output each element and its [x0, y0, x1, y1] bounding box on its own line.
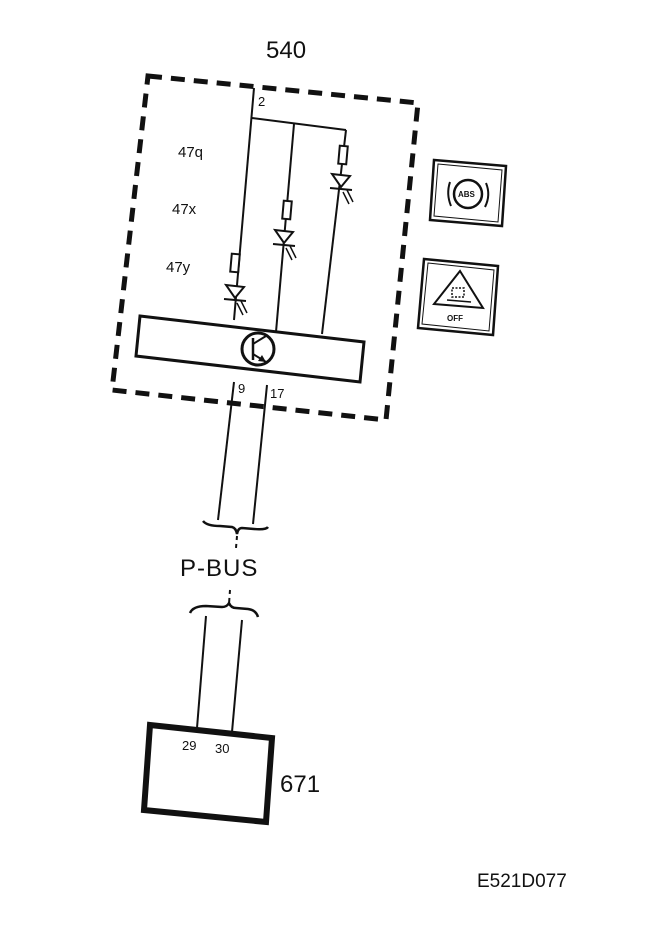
bus-wire-b	[252, 384, 268, 525]
traction-icon-text: OFF	[447, 314, 463, 323]
abs-warning-icon: ABS	[447, 178, 490, 210]
supply-bus-horizontal	[251, 117, 347, 131]
circuit-47q-label: 47q	[178, 144, 203, 161]
main-wire-a	[196, 615, 207, 729]
module-671-box	[140, 721, 276, 826]
module-540-label: 540	[266, 37, 306, 64]
abs-icon-text: ABS	[458, 190, 476, 199]
led-47y	[223, 252, 248, 316]
transistor-symbol	[240, 331, 276, 367]
bus-brace-upper	[202, 520, 270, 535]
p-bus-label: P-BUS	[180, 555, 258, 582]
branch-wire-mid	[275, 123, 295, 333]
supply-wire	[233, 87, 255, 321]
main-wire-b	[231, 619, 243, 733]
abs-indicator: ABS	[428, 158, 508, 228]
pin-30-label: 30	[215, 741, 229, 756]
circuit-47y-label: 47y	[166, 259, 191, 276]
module-540-boundary	[109, 73, 421, 423]
traction-control-off-icon: OFF	[432, 269, 485, 323]
pin-9-label: 9	[238, 381, 245, 396]
pin-29-label: 29	[182, 738, 196, 753]
pin-2-label: 2	[258, 94, 265, 109]
drawing-code: E521D077	[477, 871, 567, 892]
led-47q	[329, 144, 354, 205]
bus-brace-upper-tail	[235, 535, 238, 549]
led-47x	[272, 199, 297, 261]
pin-17-label: 17	[270, 386, 284, 401]
traction-off-indicator: OFF	[416, 257, 500, 337]
bus-wire-a	[217, 381, 235, 521]
module-671-label: 671	[280, 771, 320, 798]
bus-brace-lower	[188, 599, 260, 618]
circuit-47x-label: 47x	[172, 201, 197, 218]
